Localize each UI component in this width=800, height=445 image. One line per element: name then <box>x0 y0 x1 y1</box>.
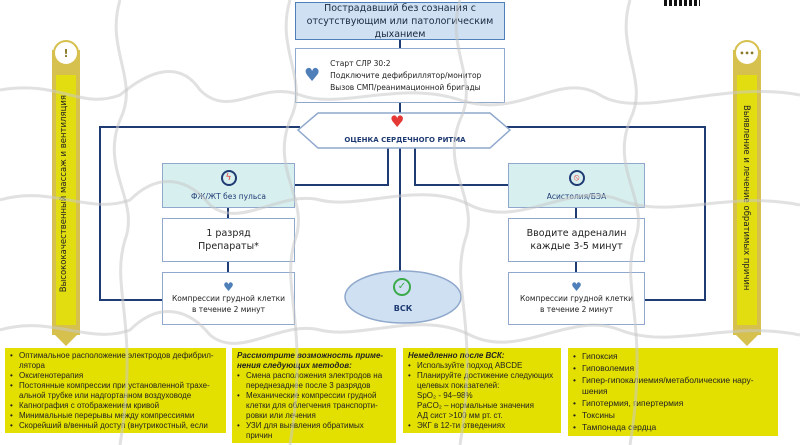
warning-icon: ! <box>53 40 79 66</box>
list-item: Капнография с отображением кривой <box>10 401 221 411</box>
compress-text: Компрессии грудной клетки <box>519 294 634 303</box>
panel-heading: Рассмотрите возможность приме-нения след… <box>237 351 384 370</box>
initial-steps-box: ♥ Старт СЛР 30:2 Подключите дефибриллято… <box>295 48 505 103</box>
start-text: Пострадавший без сознания с отсутствующи… <box>306 2 494 40</box>
left-rhythm-title: ФЖ/ЖТ без пульса <box>191 192 266 201</box>
shock-text: 1 разряд <box>206 228 251 239</box>
panel-consider-methods: Рассмотрите возможность приме-нения след… <box>232 348 396 443</box>
target-item: SpO₂ - 94–98% <box>417 391 473 400</box>
list-item: Оксигенотерапия <box>10 371 221 381</box>
start-box: Пострадавший без сознания с отсутствующи… <box>295 2 505 40</box>
list-item: Смена расположения электродов на передне… <box>237 371 391 391</box>
compress-text: Компрессии грудной клетки <box>171 294 286 303</box>
more-icon: ••• <box>734 40 760 66</box>
step-item: Старт СЛР 30:2 <box>330 58 391 68</box>
adrenaline-text: Вводите адреналин <box>526 228 627 239</box>
list-item: Гипер-гипокалиемия/метаболические нару-ш… <box>573 375 773 399</box>
list-item: Скорейший в/венный доступ (внутрикостный… <box>10 421 221 431</box>
list-item: Планируйте достижение следующих целевых … <box>408 371 556 391</box>
right-action-box: Вводите адреналин каждые 3-5 минут <box>508 218 645 262</box>
cpr-icon: ♥ <box>571 280 582 294</box>
right-rhythm-title: Асистолия/БЭА <box>546 192 607 201</box>
heart-icon: ♥ <box>390 112 405 131</box>
list-item: Используйте подход ABCDE <box>408 361 556 371</box>
list-item: Тампонада сердца <box>573 422 773 434</box>
cpr-icon: ♥ <box>223 280 234 294</box>
panel-reversible-causes: Гипоксия Гиповолемия Гипер-гипокалиемия/… <box>568 348 778 436</box>
list-item: Гиповолемия <box>573 363 773 375</box>
left-action-box: 1 разряд Препараты* <box>162 218 295 262</box>
step-item: Вызов СМП/реанимационной бригады <box>330 82 481 92</box>
cpr-icon: ♥ <box>304 65 321 86</box>
step-item: Подключите дефибриллятор/монитор <box>330 70 482 80</box>
list-item: Гипотермия, гипертермия <box>573 398 773 410</box>
adrenaline-interval: каждые 3-5 минут <box>530 241 623 252</box>
list-item: ЭКГ в 12-ти отведениях <box>408 421 556 431</box>
compress-duration: в течение 2 минут <box>539 305 613 314</box>
compress-duration: в течение 2 минут <box>191 305 265 314</box>
list-item: Гипоксия <box>573 351 773 363</box>
list-item: УЗИ для выявления обратимых причин <box>237 421 391 441</box>
no-shock-icon: ⦸ <box>568 170 585 186</box>
left-rhythm-box: ϟ ФЖ/ЖТ без пульса <box>162 163 295 208</box>
left-side-label: Высококачественный массаж и вентиляция <box>59 95 69 293</box>
check-icon: ✓ <box>393 278 411 296</box>
lightning-icon: ϟ <box>220 170 237 186</box>
rosc-label: ВСК <box>393 304 413 313</box>
drugs-text: Препараты* <box>198 241 259 252</box>
panel-after-rosc: Немедленно после ВСК: Используйте подход… <box>403 348 561 433</box>
list-item: Постоянные компрессии при установленной … <box>10 381 221 401</box>
list-item: Токсины <box>573 410 773 422</box>
panel-quality-cpr: Оптимальное расположение электродов дефи… <box>5 348 226 433</box>
right-side-label: Выявление и лечение обратимых причин <box>741 105 751 291</box>
right-rhythm-box: ⦸ Асистолия/БЭА <box>508 163 645 208</box>
qr-code <box>664 0 700 6</box>
panel-heading: Немедленно после ВСК: <box>408 351 505 360</box>
left-compress-box: ♥ Компрессии грудной клетки в течение 2 … <box>162 272 295 325</box>
list-item: Оптимальное расположение электродов дефи… <box>10 351 221 371</box>
target-item: PaCO₂ – нормальные значения <box>417 401 534 410</box>
list-item: Минимальные перерывы между компрессиями <box>10 411 221 421</box>
list-item: Механические компрессии грудной клетки д… <box>237 391 391 421</box>
target-item: АД сист >100 мм рт. ст. <box>417 411 503 420</box>
assess-label: ОЦЕНКА СЕРДЕЧНОГО РИТМА <box>344 136 466 144</box>
right-compress-box: ♥ Компрессии грудной клетки в течение 2 … <box>508 272 645 325</box>
